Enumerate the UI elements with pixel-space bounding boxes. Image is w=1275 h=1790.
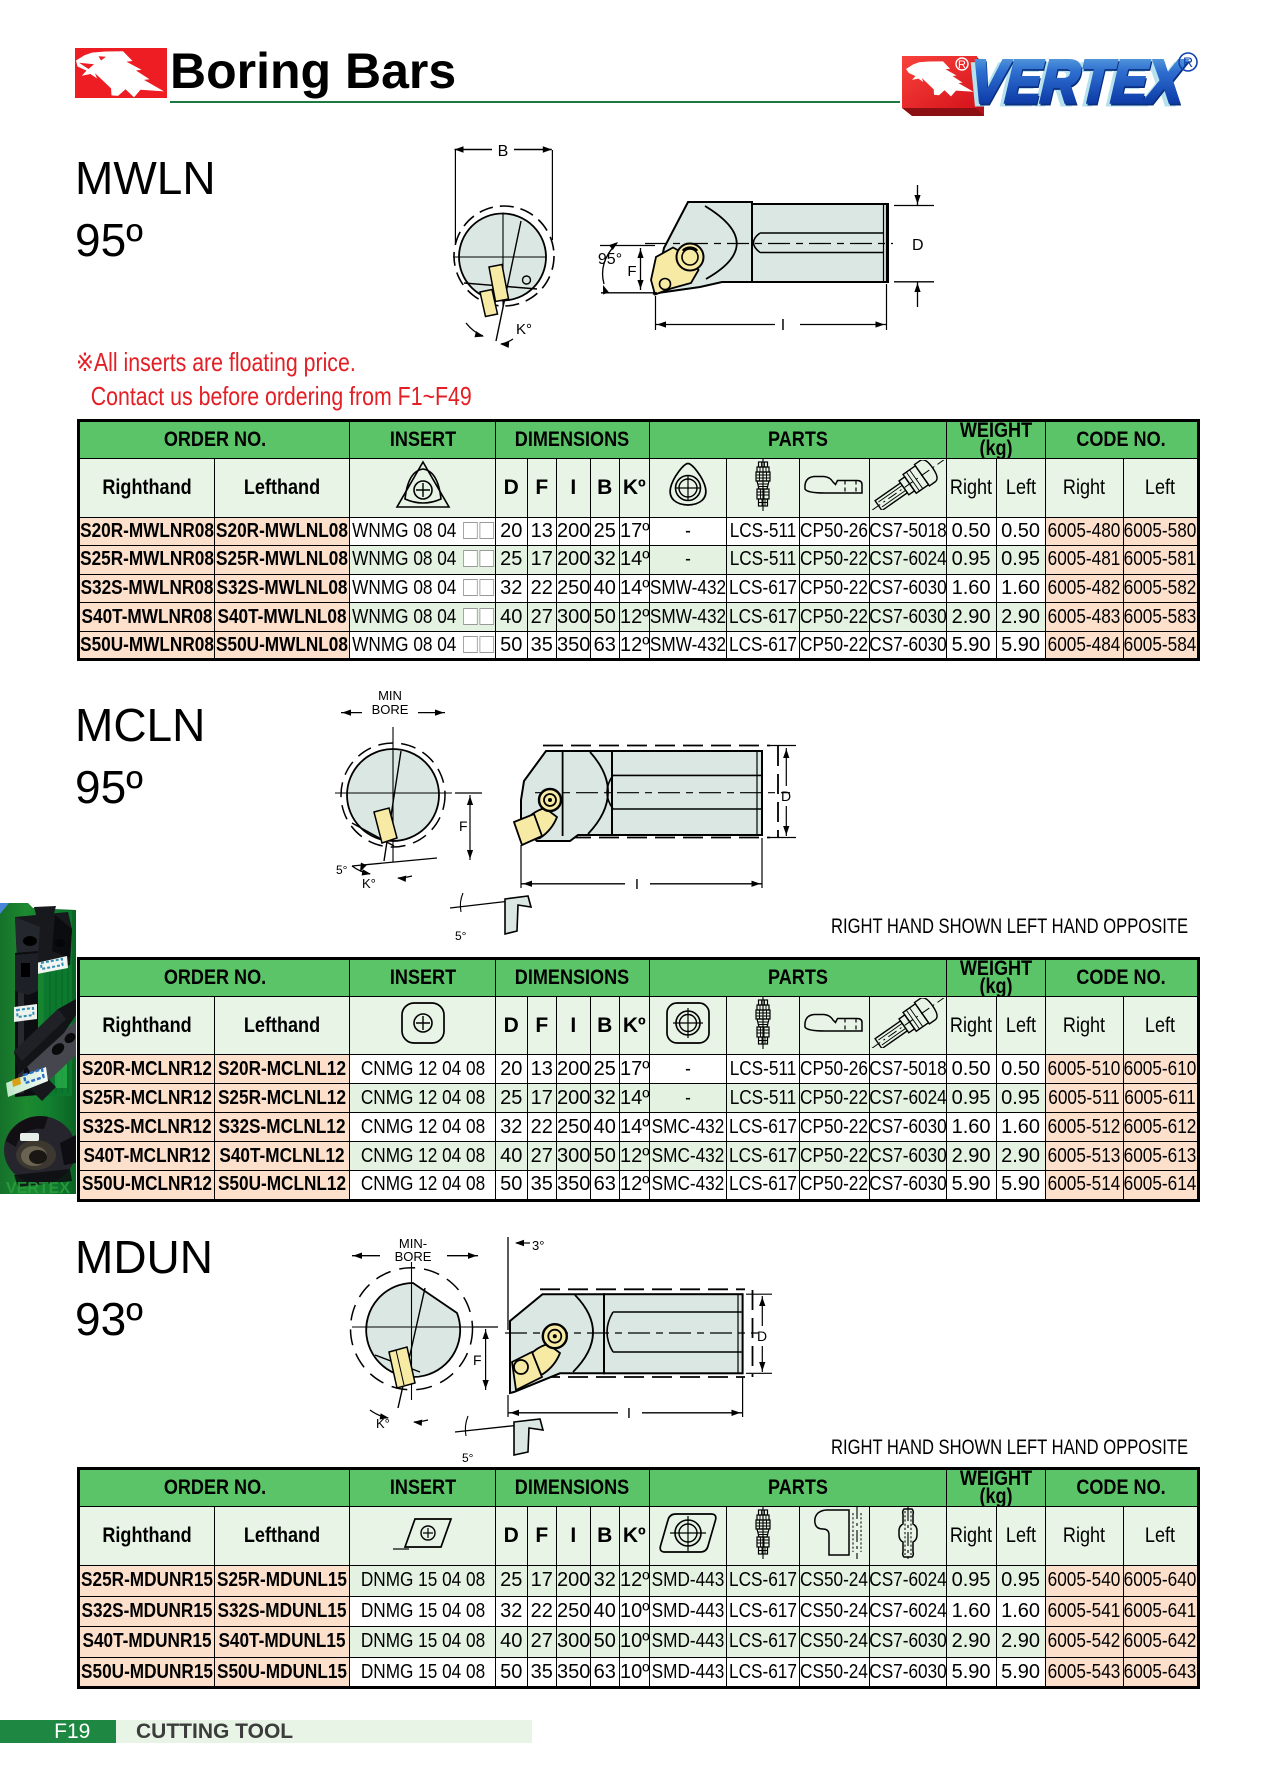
- svg-text:D: D: [757, 1328, 767, 1344]
- svg-text:B: B: [498, 143, 509, 160]
- svg-text:5°: 5°: [336, 863, 348, 877]
- svg-text:VERTEX: VERTEX: [959, 51, 1186, 118]
- svg-text:R: R: [1183, 54, 1193, 70]
- svg-text:F: F: [473, 1352, 482, 1368]
- svg-text:VERTEX: VERTEX: [965, 50, 1192, 117]
- svg-text:D: D: [912, 237, 924, 254]
- svg-text:R: R: [958, 59, 966, 71]
- svg-text:VERTEX: VERTEX: [964, 48, 1191, 115]
- svg-text:D: D: [781, 788, 791, 804]
- svg-text:3°: 3°: [532, 1238, 544, 1253]
- svg-text:MIN: MIN: [378, 688, 402, 703]
- svg-text:5°: 5°: [462, 1451, 474, 1465]
- svg-text:K°: K°: [516, 321, 532, 338]
- svg-text:BORE: BORE: [395, 1249, 432, 1264]
- svg-text:VERTEX: VERTEX: [6, 1180, 70, 1194]
- svg-text:K°: K°: [362, 876, 376, 891]
- svg-text:I: I: [781, 317, 785, 334]
- svg-text:I: I: [627, 1405, 631, 1422]
- svg-text:BORE: BORE: [372, 702, 409, 717]
- svg-text:95°: 95°: [598, 251, 622, 268]
- svg-text:F: F: [459, 818, 468, 834]
- svg-text:F: F: [627, 263, 636, 280]
- svg-text:MIN-: MIN-: [399, 1236, 427, 1251]
- svg-text:5°: 5°: [455, 929, 467, 943]
- svg-text:K°: K°: [376, 1416, 390, 1431]
- svg-text:I: I: [635, 876, 639, 893]
